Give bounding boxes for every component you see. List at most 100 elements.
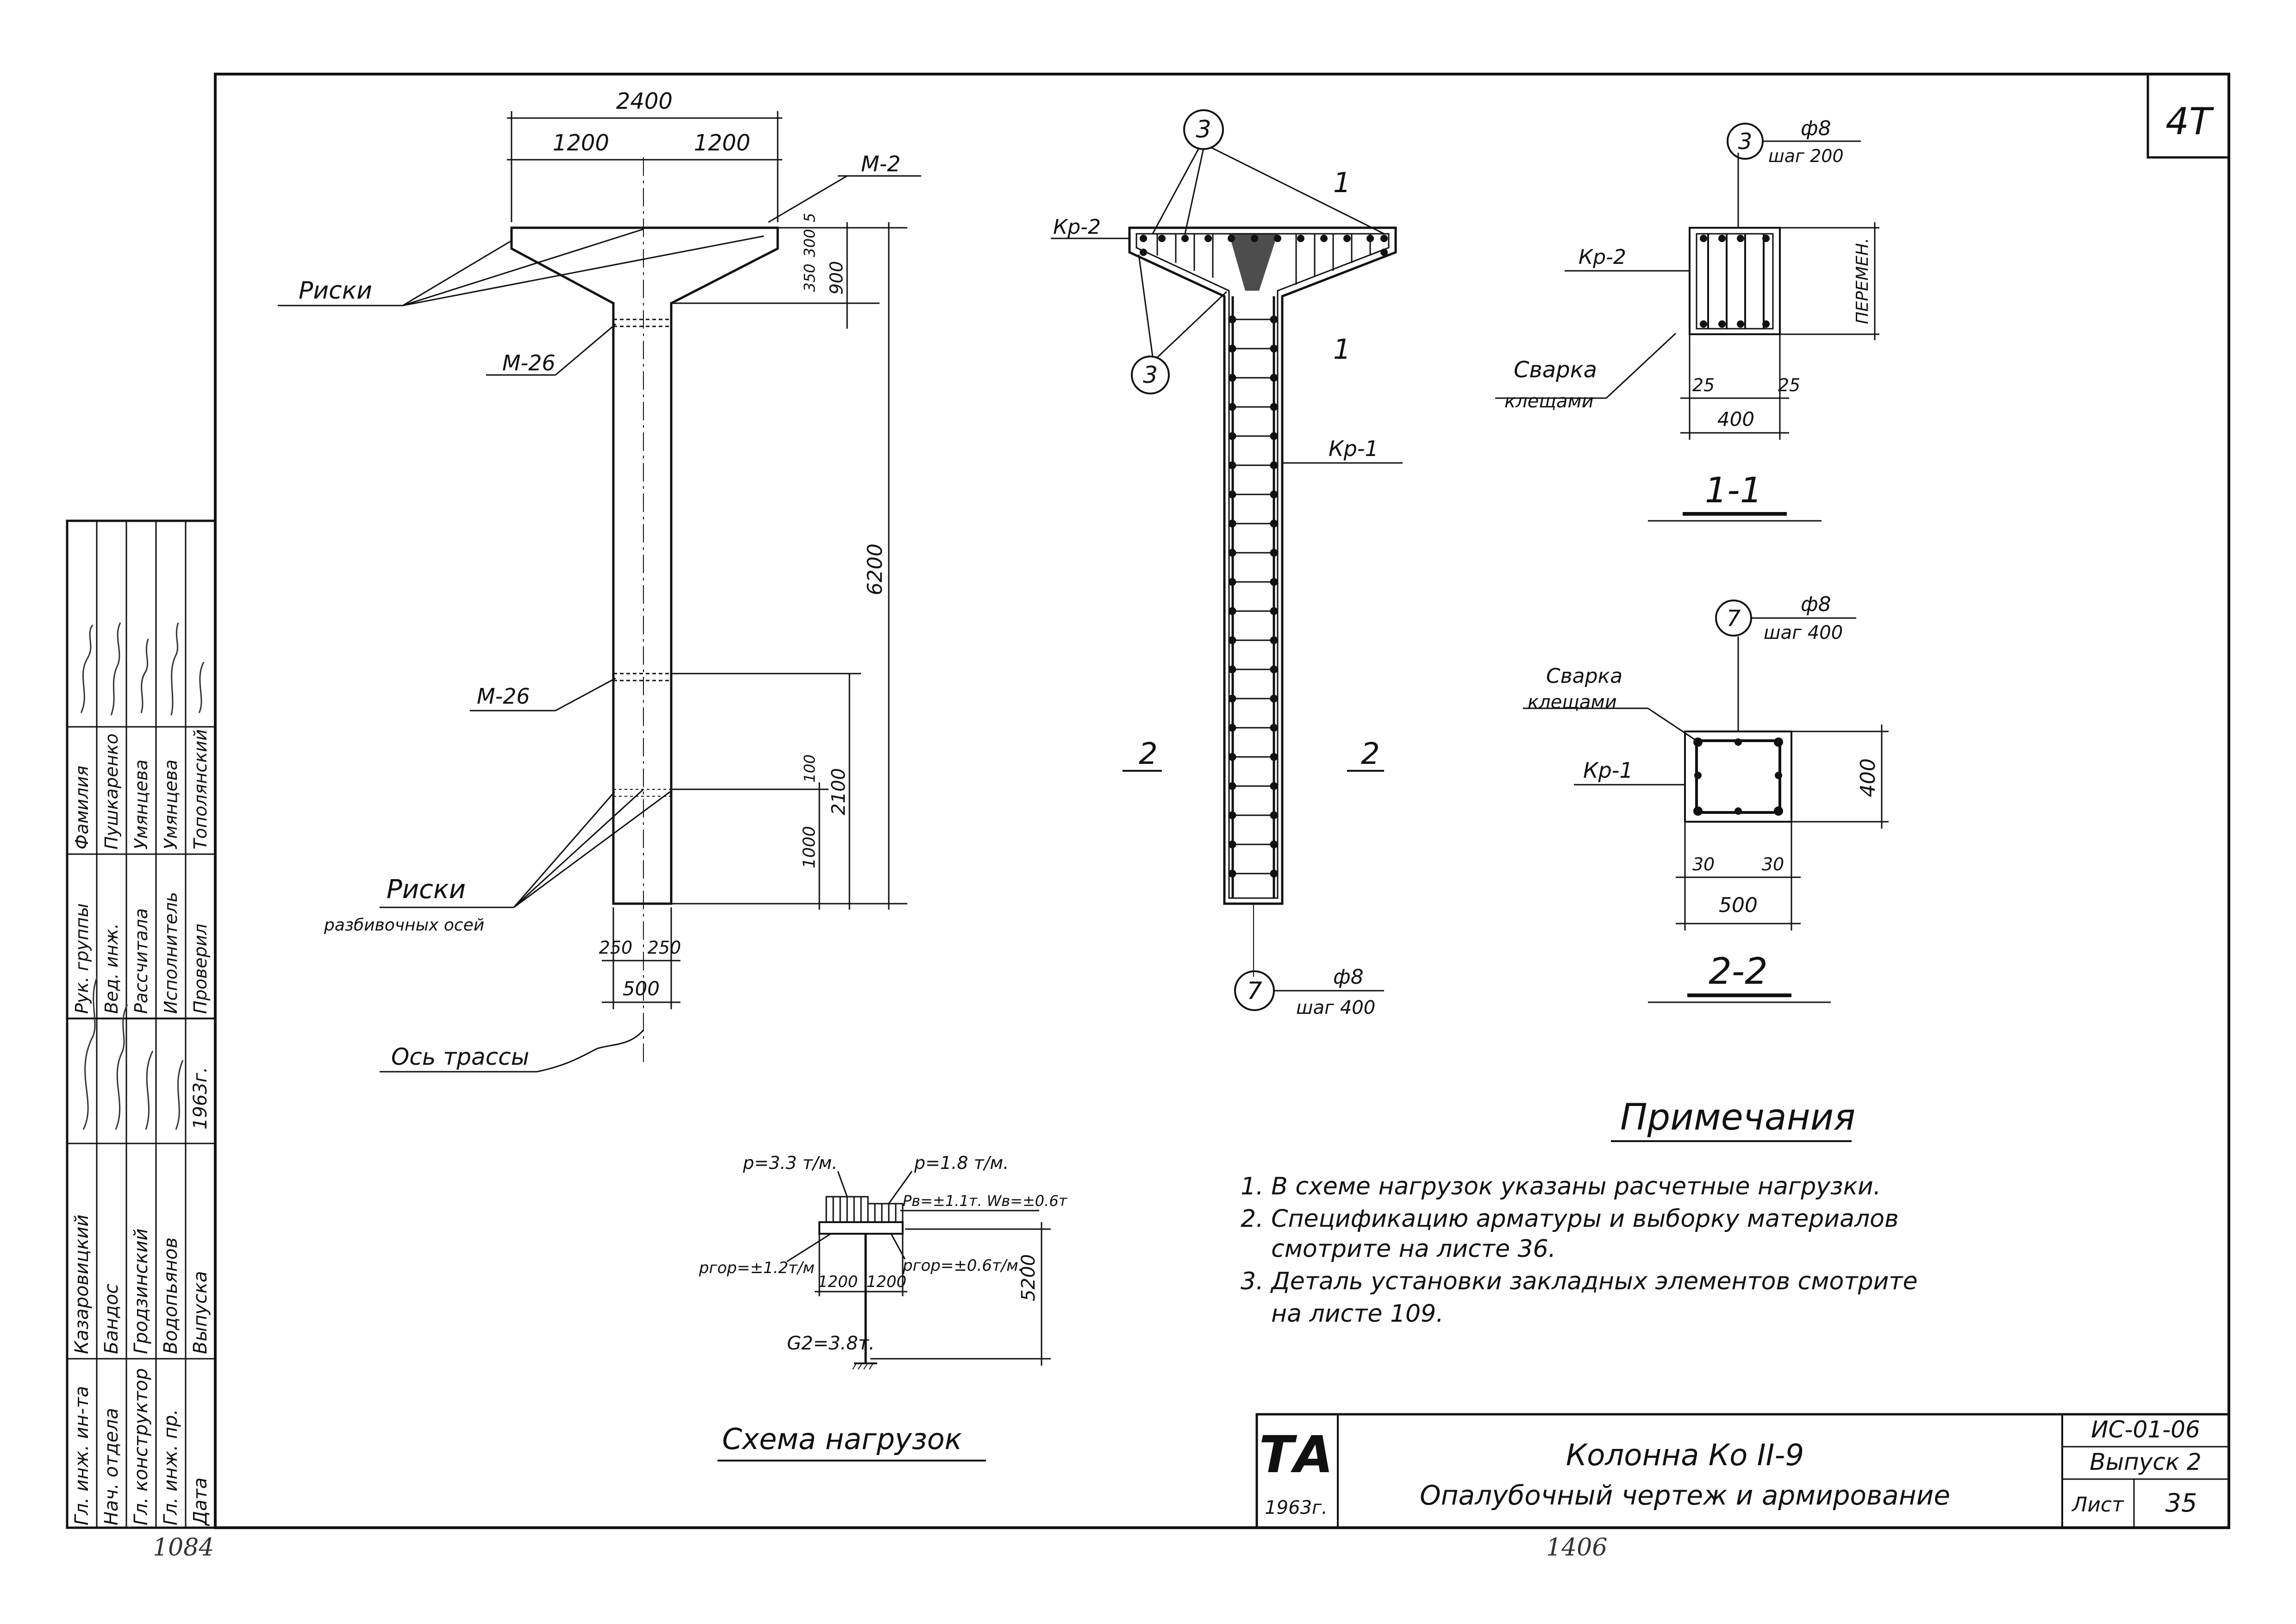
callout-3-leader-3 [1210, 146, 1385, 235]
dim-500: 500 [623, 977, 660, 1000]
load-pw: Рв=±1.1т. Wв=±0.6т [903, 1192, 1068, 1210]
title-block-frame [1255, 1413, 2230, 1529]
load-scheme: 1200 1200 5200 G2=3.8т. р=3.3 т/м. р=1.8… [699, 1153, 1068, 1462]
callout-3-left [1131, 356, 1170, 394]
label-riski-top: Риски [299, 277, 372, 305]
load-p-left-leader [837, 1171, 848, 1197]
section-1-1-dots [1700, 235, 1770, 328]
dim-350: 350 [801, 263, 818, 292]
section-1-1-bars [1707, 234, 1765, 329]
load-pgor-left-leader [786, 1233, 831, 1262]
riski-top-leader-3 [402, 235, 764, 306]
m2-leader [768, 175, 848, 223]
approval-stamp: Гл. инж. ин-та Нач. отдела Гл. конструкт… [66, 519, 217, 1529]
load-p-left: р=3.3 т/м. [742, 1153, 837, 1173]
cut-1-bottom: 1 [1333, 333, 1351, 366]
m26-bottom-leader [555, 677, 616, 712]
column-stirrups [1228, 296, 1278, 898]
section-1-1-svarka: Сварка [1514, 357, 1597, 383]
stamp-role2-3: Исполнитель [161, 892, 181, 1014]
dim-5: 5 [801, 213, 818, 222]
m26-top-leader [555, 323, 616, 376]
riski-top-leader-2 [402, 228, 644, 306]
section-2-2: 7 ф8 шаг 400 Сварка клещами Кр-1 400 30 … [1523, 593, 1889, 1003]
note-line-4: 3. Деталь установки закладных элементов … [1241, 1268, 1918, 1295]
riski-bottom-leader-2 [513, 788, 644, 908]
riski-top-leader-1 [402, 240, 512, 306]
reinf-inner-outline [1136, 233, 1390, 899]
section-2-2-step: шаг 400 [1764, 622, 1843, 643]
dim-300: 300 [801, 229, 818, 257]
stamp-name2-1: Пушкаренко [101, 733, 122, 849]
section-1-1-callout-num: 3 [1738, 129, 1753, 155]
section-2-2-kleshchami: клещами [1528, 692, 1617, 713]
label-kr1: Кр-1 [1329, 436, 1379, 461]
section-1-1: 3 ф8 шаг 200 Кр-2 ПЕРЕМЕН. Сварка клещам… [1495, 117, 1879, 522]
stamp-role-2: Гл. конструктор [131, 1368, 152, 1525]
stamp-role2-0: Рук. группы [72, 903, 92, 1014]
s11-svarka-leader [1605, 332, 1677, 399]
stamp-role-1: Нач. отдела [101, 1408, 122, 1525]
dim-1200-left: 1200 [553, 130, 609, 156]
dim-2100: 2100 [828, 768, 849, 815]
stamp-role2-1: Вед. инж. [101, 923, 122, 1014]
stamp-name-0: Казаровицкий [71, 1214, 93, 1354]
stamp-name-1: Бандос [101, 1284, 122, 1354]
tb-logo: ТА [1259, 1425, 1333, 1484]
section-1-1-title: 1-1 [1705, 469, 1762, 511]
axis-leader [537, 1030, 644, 1073]
stamp-role2-4: Проверил [190, 924, 211, 1014]
tb-issue: Выпуск 2 [2090, 1449, 2201, 1475]
section-1-1-outline [1689, 227, 1781, 335]
load-1200-left: 1200 [818, 1273, 858, 1291]
riski-bottom-leader-1 [513, 791, 616, 908]
bar7-step: шаг 400 [1296, 997, 1375, 1018]
label-kr2: Кр-2 [1053, 215, 1101, 239]
section-2-2-svarka: Сварка [1546, 664, 1622, 688]
bottom-number-left: 1084 [153, 1534, 214, 1562]
sheet-frame [214, 73, 2230, 1529]
stamp-name-2: Гродзинский [131, 1229, 152, 1354]
label-riski-bottom: Риски [387, 874, 466, 905]
stamp-signatures [80, 622, 205, 1130]
section-2-2-dots [1693, 737, 1783, 816]
head-fill [1229, 234, 1278, 291]
load-hatch [832, 1197, 897, 1222]
section-2-2-callout-num: 7 [1727, 606, 1741, 631]
stamp-frame [66, 519, 217, 1529]
note-line-5: на листе 109. [1241, 1300, 1444, 1328]
stamp-name2-2: Умянцева [131, 760, 151, 849]
callout-3-top-num: 3 [1196, 116, 1211, 144]
callout-3l-leader-2 [1156, 291, 1228, 358]
load-pgor-right: ргор=±0.6т/м. [902, 1256, 1023, 1275]
stamp-name2-4: Тополянский [190, 729, 211, 849]
reinf-outline [1128, 226, 1397, 905]
column-elevation: 2400 1200 1200 М-2 Риски М-26 М-26 6200 … [278, 88, 921, 1073]
stamp-name2-0: Фамилия [72, 766, 92, 849]
riski-bottom-leader-3 [513, 791, 671, 908]
title-block: ТА 1963г. Колонна Ко II-9 Опалубочный че… [1255, 1413, 2230, 1529]
column-head-outline [510, 226, 779, 905]
dim-1000: 1000 [800, 826, 819, 868]
load-p-right: р=1.8 т/м. [914, 1153, 1009, 1173]
stamp-role2-2: Рассчитала [131, 908, 151, 1014]
tb-code: ИС-01-06 [2091, 1416, 2200, 1443]
s22-svarka-leader [1647, 707, 1697, 742]
callout-3-leader-2 [1184, 148, 1204, 234]
stamp-columns [67, 521, 215, 1528]
dim-900: 900 [826, 261, 847, 295]
tb-name-2: Опалубочный чертеж и армирование [1420, 1480, 1950, 1511]
dim-250-right: 250 [648, 937, 681, 958]
notes-title: Примечания [1620, 1097, 1855, 1138]
section-1-1-step: шаг 200 [1768, 146, 1844, 166]
callout-3-left-num: 3 [1143, 362, 1158, 388]
dim-6200: 6200 [863, 543, 887, 595]
load-pgor-right-leader [890, 1233, 906, 1260]
section-1-1-25-left: 25 [1692, 375, 1715, 395]
tb-name-1: Колонна Ко II-9 [1566, 1438, 1804, 1473]
tb-year: 1963г. [1265, 1497, 1328, 1518]
stamp-name-4: Выпуска [190, 1271, 211, 1354]
section-1-1-kr2: Кр-2 [1578, 245, 1626, 269]
load-1200-right: 1200 [867, 1273, 907, 1291]
